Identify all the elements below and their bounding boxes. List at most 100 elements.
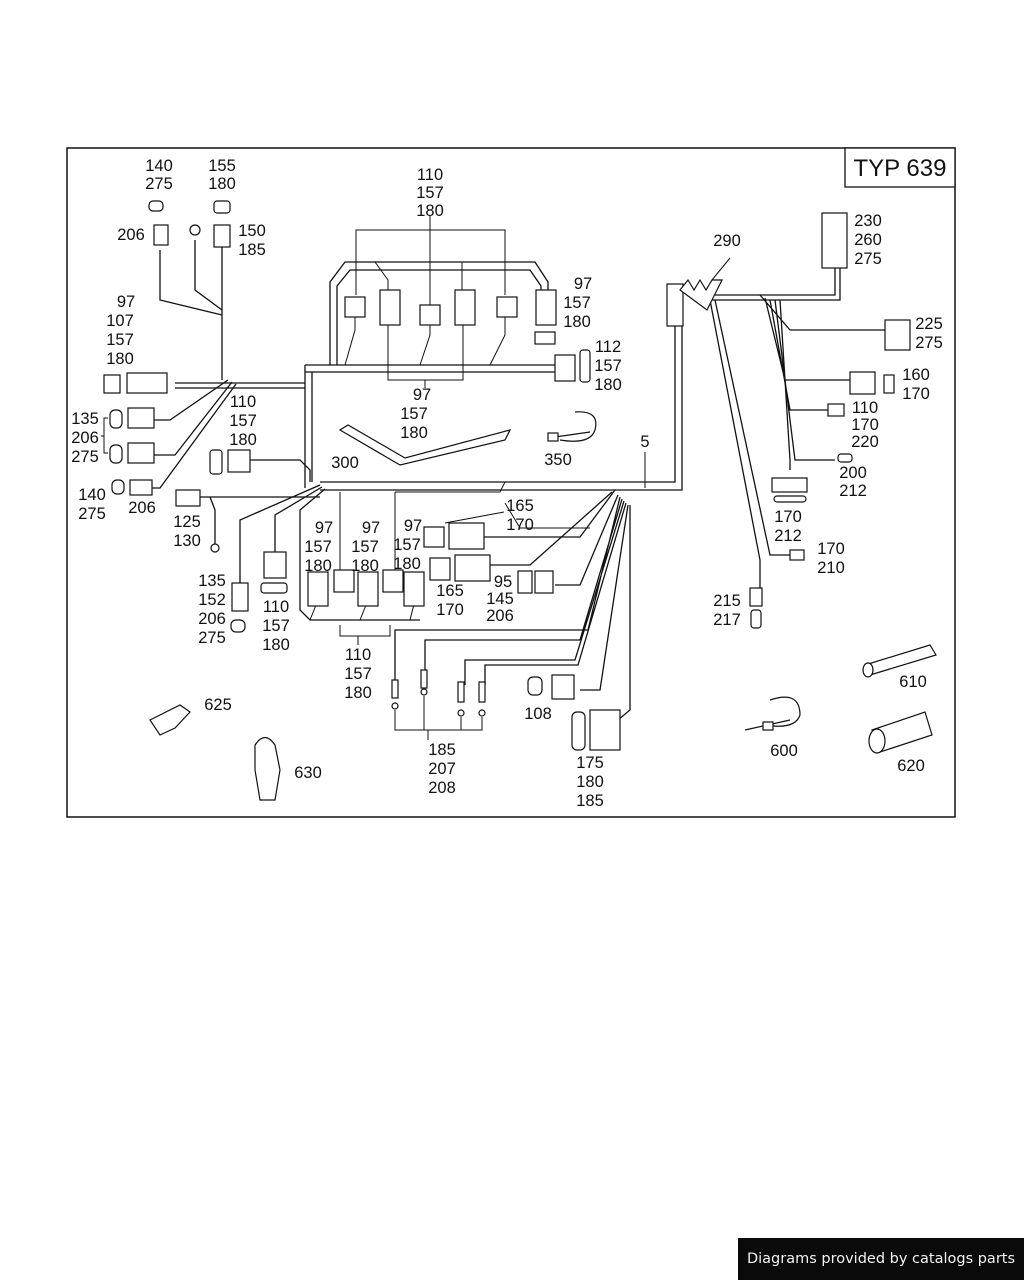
connector-110-right-icon: [827, 403, 845, 417]
callout-300: 300: [331, 454, 359, 472]
connector-125-icon: [175, 489, 201, 507]
connector-110-left-housing-icon: [227, 449, 251, 473]
connector-135c-icon: [231, 582, 249, 612]
sensor-185c-icon: [457, 681, 465, 703]
ring-terminal-icon: [189, 224, 201, 236]
connector-95-icon: [517, 570, 533, 594]
injector-connector-9-icon: [357, 571, 379, 607]
connector-107-icon: [126, 372, 168, 394]
callout-625: 625: [204, 696, 232, 714]
connector-155-icon: [213, 200, 231, 214]
title-box: TYP 639: [844, 147, 956, 188]
callout-206-left: 206: [128, 499, 156, 517]
injector-connector-1-icon: [344, 296, 366, 318]
injector-connector-4-icon: [454, 289, 476, 326]
connector-97-icon: [103, 374, 121, 394]
components: [103, 200, 937, 801]
seal-175-icon: [571, 711, 586, 751]
connector-108-icon: [551, 674, 575, 700]
connector-150-icon: [213, 224, 231, 248]
grommet-290-icon: [679, 278, 723, 311]
clip-630-icon: [254, 736, 281, 801]
injector-connector-2-icon: [379, 289, 401, 326]
seal-217-icon: [750, 609, 762, 629]
harness-wires: [148, 240, 885, 721]
seal-170a-icon: [773, 495, 807, 503]
injector-connector-10-icon: [382, 569, 404, 593]
seal-206-icon: [109, 444, 123, 464]
connector-135a-icon: [127, 407, 155, 429]
connector-110-left-icon: [209, 449, 223, 475]
ring-terminal-130-icon: [210, 543, 220, 553]
sensor-185b-icon: [420, 669, 428, 689]
plug-110-low-icon: [260, 582, 288, 594]
callout-610: 610: [899, 673, 927, 691]
injector-connector-11-icon: [403, 571, 425, 607]
seal-275-icon: [230, 619, 246, 633]
injector-connector-6-icon: [535, 289, 557, 326]
callout-5: 5: [640, 433, 649, 451]
harness-channel-300-icon: [338, 424, 512, 466]
callout-350: 350: [544, 451, 572, 469]
connector-230-icon: [821, 212, 848, 269]
seal-135-icon: [109, 409, 123, 429]
injector-connector-8-icon: [333, 569, 355, 593]
seal-108-icon: [527, 676, 543, 696]
callout-630: 630: [294, 764, 322, 782]
plug-610-icon: [864, 644, 937, 676]
connector-112-icon: [554, 354, 576, 382]
callout-108: 108: [524, 705, 552, 723]
sensor-165a-icon: [448, 522, 485, 550]
connector-206b-icon: [129, 479, 153, 496]
clip-625-icon: [149, 704, 191, 736]
seal-112-icon: [579, 349, 591, 383]
attribution-banner: Diagrams provided by catalogs parts: [738, 1238, 1024, 1280]
sensor-165b-icon: [454, 554, 491, 582]
connector-170b-icon: [789, 549, 805, 561]
connector-206-icon: [153, 224, 169, 246]
callout-290: 290: [713, 232, 741, 250]
injector-connector-3-icon: [419, 304, 441, 326]
injector-connector-5-icon: [496, 296, 518, 318]
trunk-end-sleeve: [666, 283, 684, 327]
callout-206-top: 206: [117, 226, 145, 244]
connector-175-icon: [589, 709, 621, 751]
connector-140-icon: [148, 200, 164, 212]
callout-620: 620: [897, 757, 925, 775]
sensor-185d-icon: [478, 681, 486, 703]
diagram-frame: [66, 147, 956, 818]
connector-135b-icon: [127, 442, 155, 464]
injector-connector-7-icon: [307, 571, 329, 607]
callout-600: 600: [770, 742, 798, 760]
connector-165b-icon: [429, 557, 451, 581]
